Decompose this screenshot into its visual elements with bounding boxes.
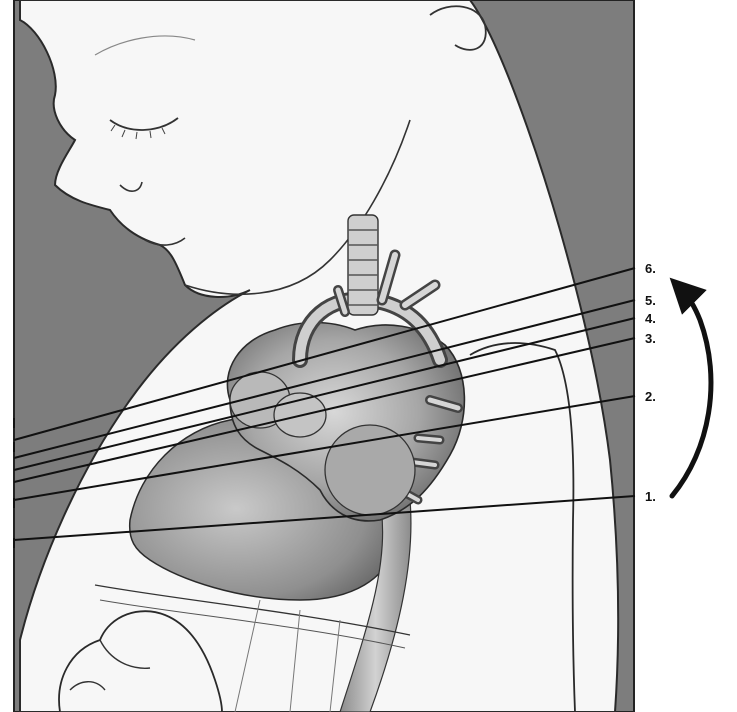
label-3: 3. [645, 331, 656, 346]
label-4: 4. [645, 311, 656, 326]
label-6: 6. [645, 261, 656, 276]
label-1: 1. [645, 489, 656, 504]
label-5: 5. [645, 293, 656, 308]
ventricle [325, 425, 415, 515]
label-2: 2. [645, 389, 656, 404]
curved-arrow-icon [672, 290, 711, 496]
trachea [348, 215, 378, 315]
